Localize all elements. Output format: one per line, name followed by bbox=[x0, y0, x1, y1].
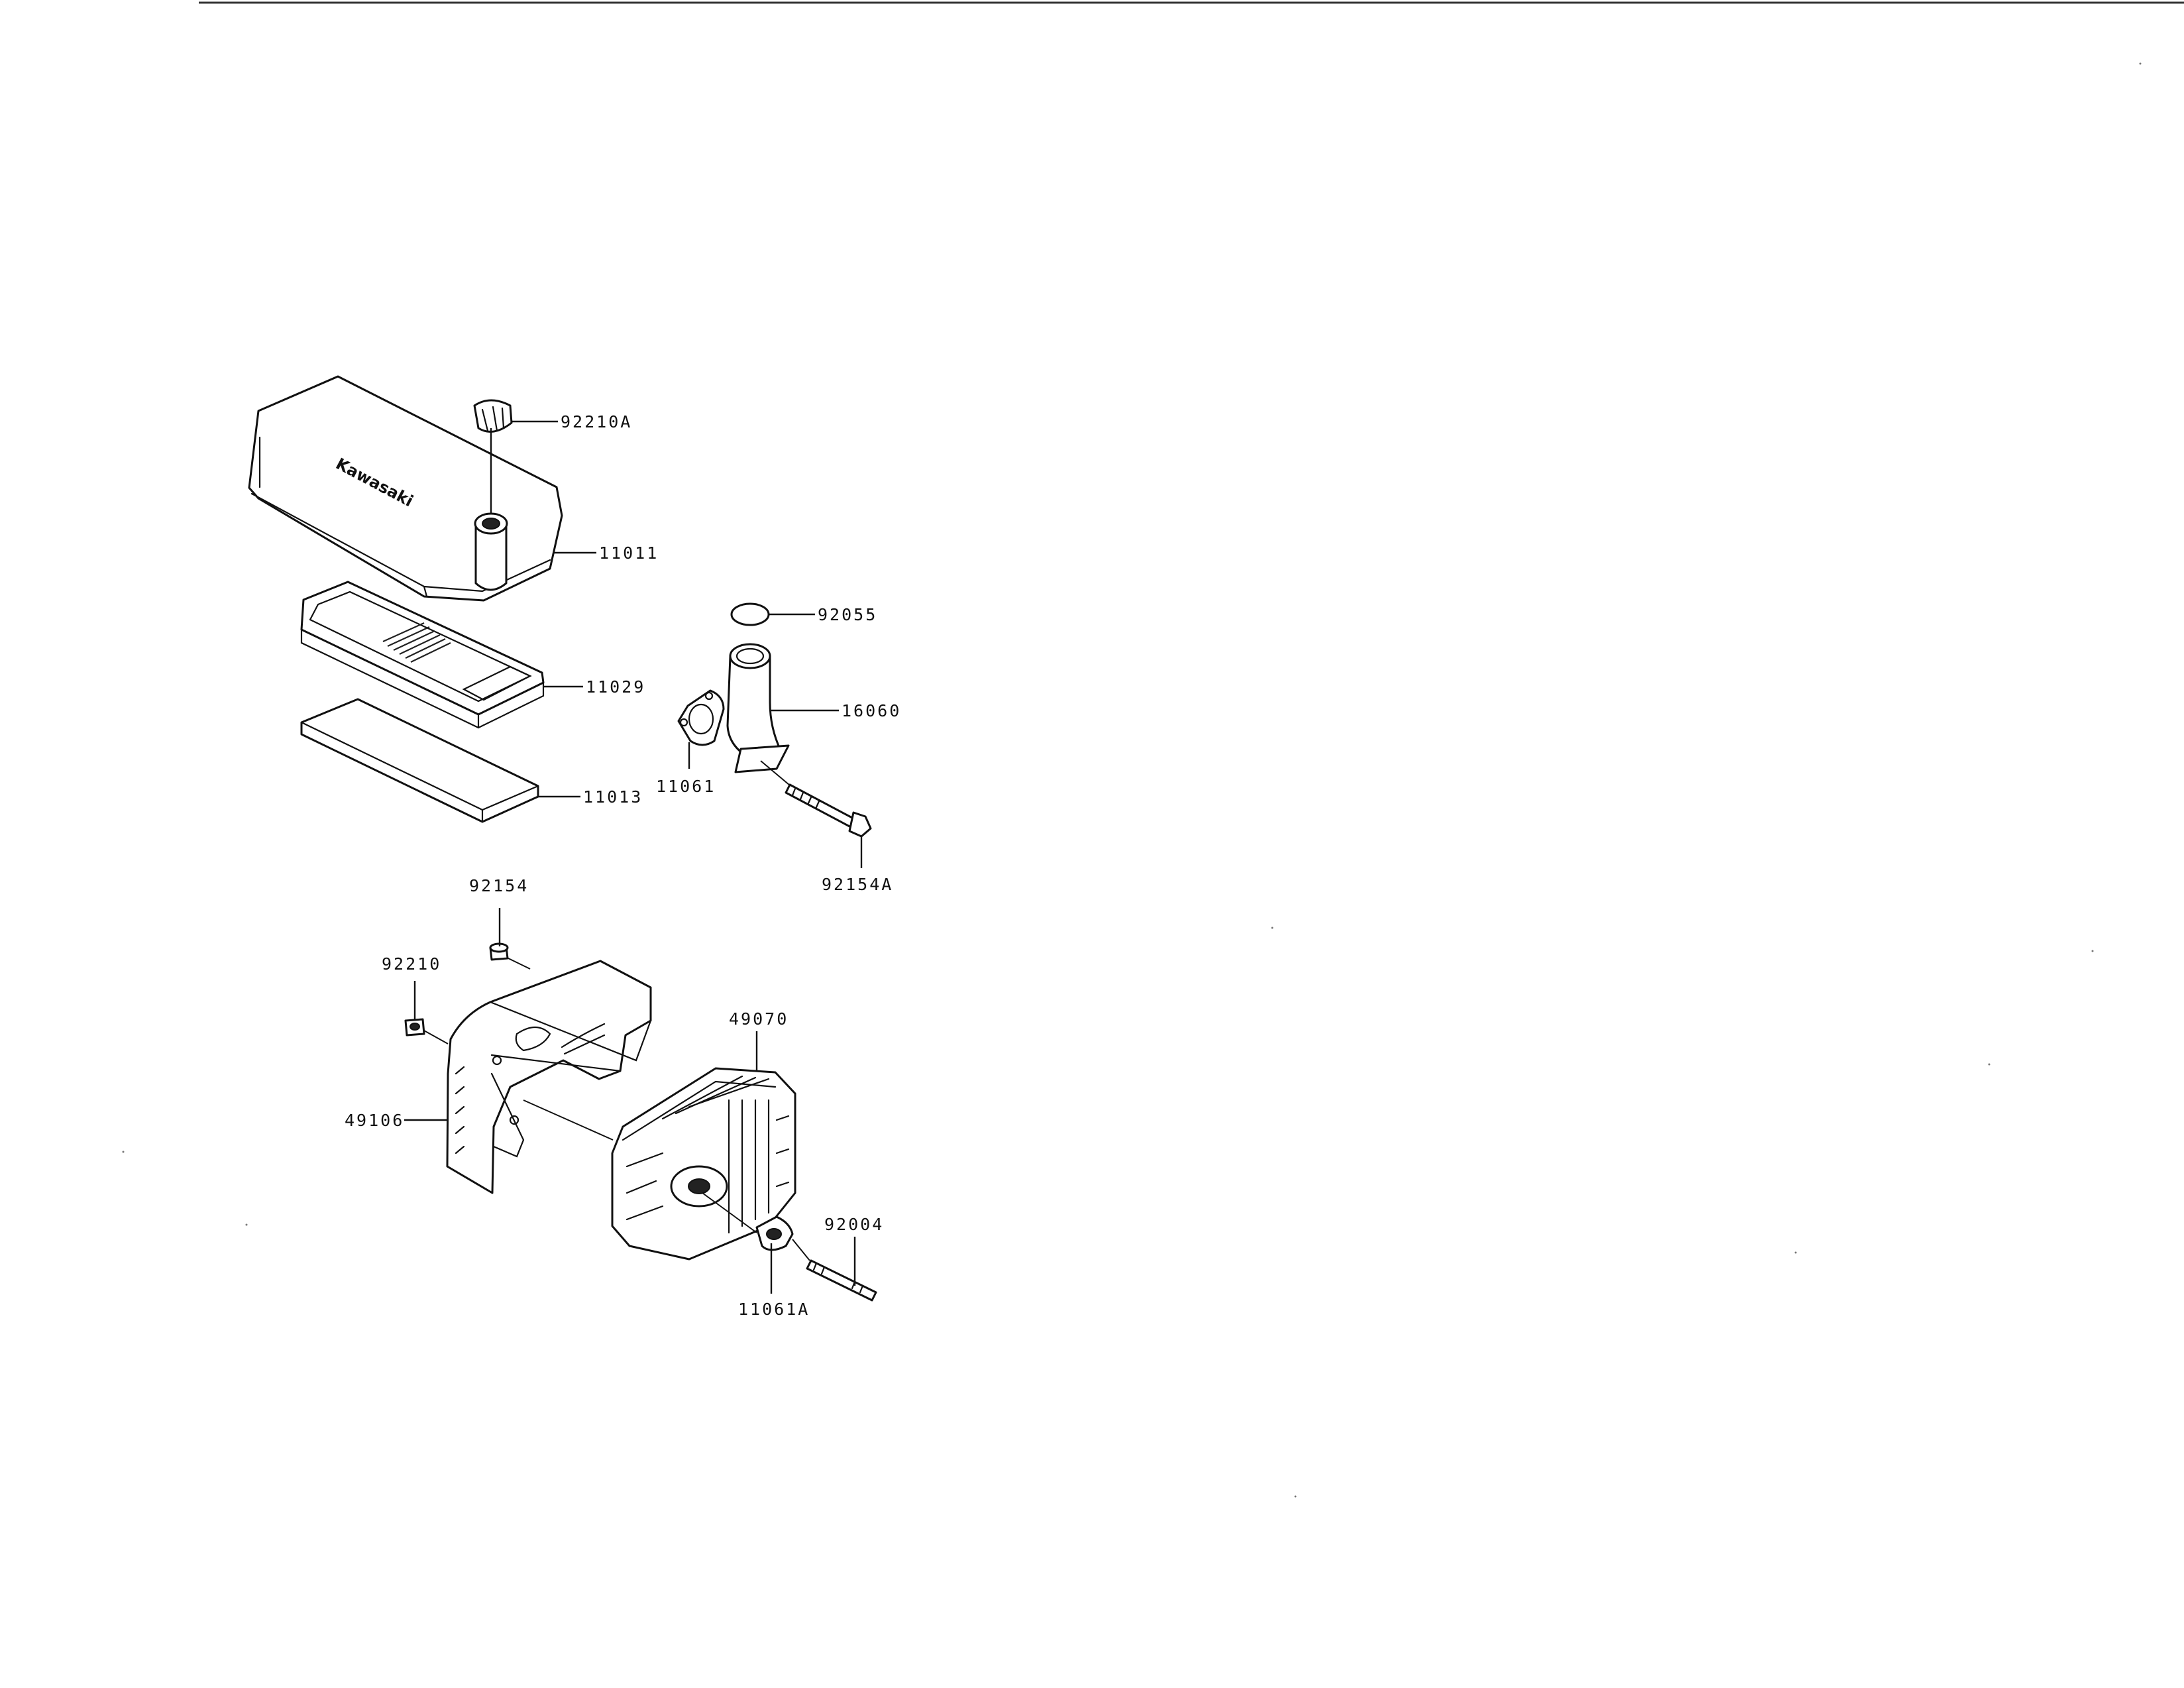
scan-specks bbox=[122, 62, 2142, 1498]
intake-elbow bbox=[726, 643, 790, 773]
long-bolt bbox=[785, 783, 872, 838]
label-16060: 16060 bbox=[842, 701, 901, 720]
label-92154: 92154 bbox=[469, 876, 529, 895]
label-11061A: 11061A bbox=[738, 1300, 810, 1319]
label-92004: 92004 bbox=[824, 1215, 884, 1234]
label-49106: 49106 bbox=[345, 1111, 404, 1130]
assembly-lines bbox=[423, 760, 810, 1261]
air-cleaner-cover: Kawasaki bbox=[248, 375, 563, 602]
label-11061: 11061 bbox=[656, 777, 716, 796]
cover-nut bbox=[404, 1018, 425, 1037]
label-92154A: 92154A bbox=[822, 875, 893, 894]
muffler-gasket bbox=[755, 1215, 794, 1251]
label-11011: 11011 bbox=[599, 543, 659, 563]
muffler-cover bbox=[446, 960, 652, 1194]
o-ring bbox=[730, 602, 770, 626]
label-49070: 49070 bbox=[729, 1009, 789, 1029]
leader-lines bbox=[404, 420, 863, 1294]
part-labels: 92210A 11011 92055 11029 16060 11061 110… bbox=[345, 412, 901, 1319]
label-92210: 92210 bbox=[382, 954, 441, 974]
label-11013: 11013 bbox=[583, 787, 643, 807]
knob-nut bbox=[473, 399, 513, 433]
label-11029: 11029 bbox=[586, 677, 645, 697]
pre-cleaner-sponge bbox=[300, 698, 539, 823]
label-92055: 92055 bbox=[818, 605, 877, 624]
elbow-gasket bbox=[677, 689, 725, 746]
stud-bolt bbox=[806, 1259, 877, 1302]
muffler bbox=[611, 1067, 796, 1261]
air-filter-element bbox=[300, 581, 545, 729]
label-92210A: 92210A bbox=[561, 412, 632, 431]
